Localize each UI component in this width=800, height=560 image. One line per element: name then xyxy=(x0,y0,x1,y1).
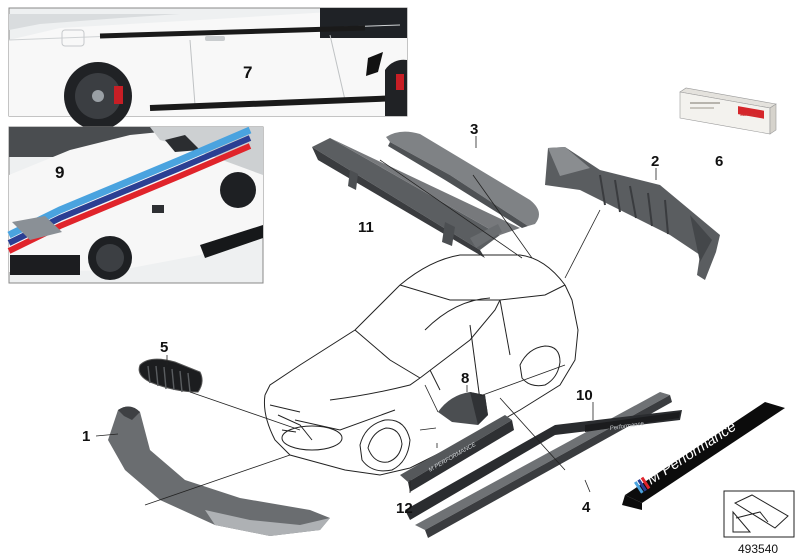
callout-9: 9 xyxy=(55,163,64,182)
callout-5: 5 xyxy=(160,339,168,356)
callout-labels: 1 2 3 4 5 6 7 8 9 10 11 12 xyxy=(55,63,723,517)
callout-6: 6 xyxy=(715,153,723,170)
part-3-trunk-spoiler xyxy=(386,131,539,228)
callout-4: 4 xyxy=(582,499,591,516)
car-outline xyxy=(264,254,579,476)
reference-code: 493540 xyxy=(738,542,778,556)
part-2-rear-diffuser xyxy=(545,147,720,280)
callout-1: 1 xyxy=(82,428,90,445)
svg-text:Performance: Performance xyxy=(658,418,739,479)
part-6-package: SEALINK xyxy=(679,87,777,135)
part-12-door-sill: M PERFORMANCE xyxy=(400,415,514,492)
part-4-side-decal-strip: Performance xyxy=(405,410,682,520)
callout-2: 2 xyxy=(651,153,659,170)
part-5-kidney-grille xyxy=(138,358,203,393)
callout-11: 11 xyxy=(358,219,374,236)
part-11-rear-wing xyxy=(312,138,520,258)
callout-10: 10 xyxy=(576,387,593,404)
callout-12: 12 xyxy=(396,500,413,517)
svg-text:Performance: Performance xyxy=(609,421,645,432)
part-8-mirror-cap xyxy=(438,392,488,425)
svg-text:SEALINK: SEALINK xyxy=(740,112,758,117)
photo-side-stripe xyxy=(8,7,408,130)
part-1-front-splitter xyxy=(108,406,330,536)
callout-3: 3 xyxy=(470,121,478,138)
reference-box: 493540 xyxy=(723,490,795,556)
callout-7: 7 xyxy=(243,63,252,82)
arrow-icon xyxy=(732,494,789,533)
callout-8: 8 xyxy=(461,370,469,387)
leader-lines xyxy=(95,136,657,506)
photo-front-stripes xyxy=(7,126,264,284)
